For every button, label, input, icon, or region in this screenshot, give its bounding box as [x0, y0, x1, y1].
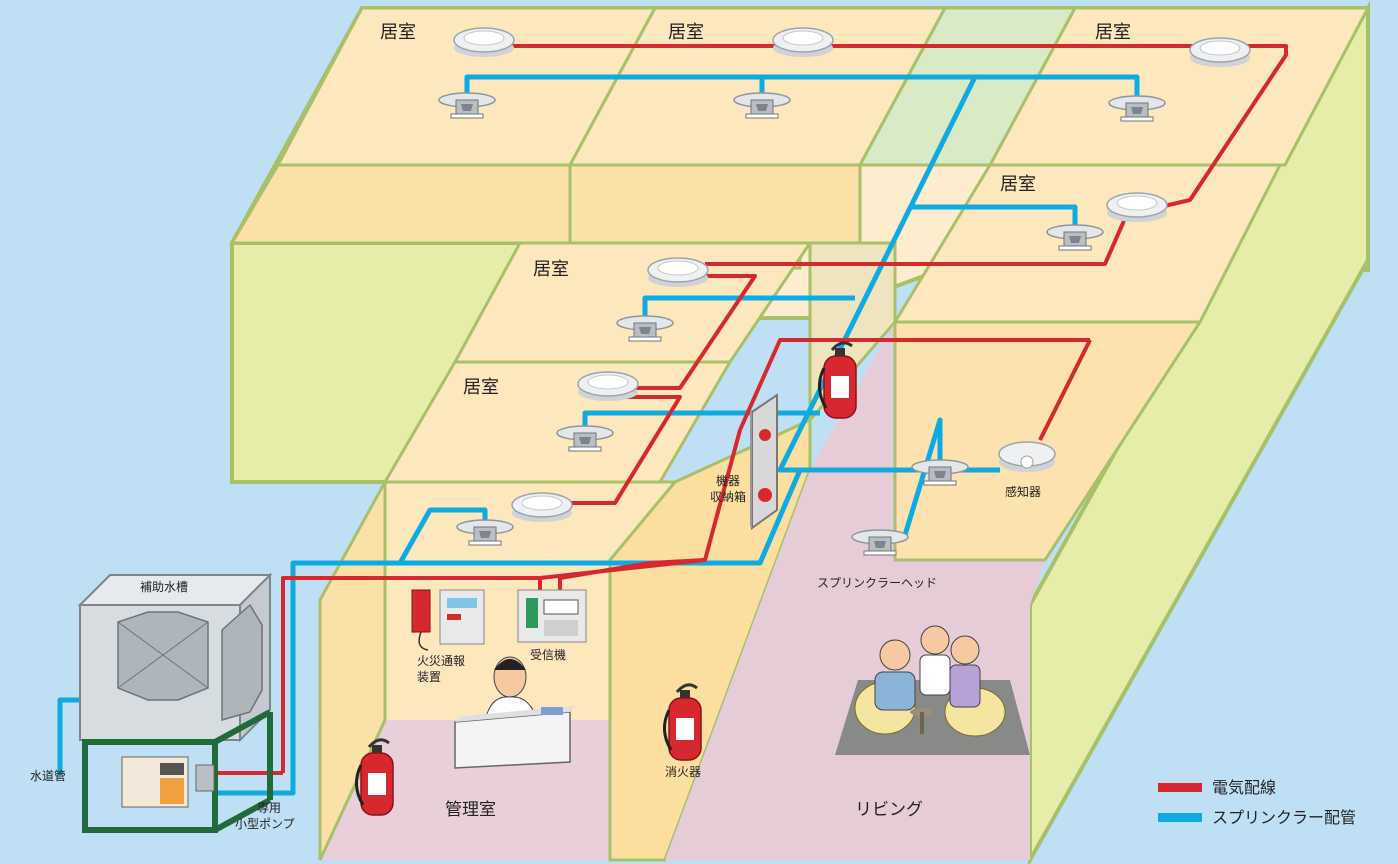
office-worker-icon: [454, 656, 575, 769]
fire-alarm-label-line1: 火災通報: [417, 654, 465, 668]
room-top-mid-front: [568, 163, 862, 245]
electric-wiring: [213, 44, 1288, 775]
pump-frame: [82, 709, 273, 833]
room-label: 居室: [533, 259, 569, 280]
fire-alarm-transmitter-icon: [411, 589, 485, 651]
smoke-detector-icon: [772, 27, 834, 58]
room-label: 居室: [1000, 174, 1036, 195]
residents-group-icon: [835, 625, 1030, 755]
smoke-detector-icon: [647, 257, 709, 288]
extinguisher-label: 消火器: [665, 765, 701, 779]
pump-label-line2: 小型ポンプ: [235, 817, 295, 831]
storage-box-label-line2: 収納箱: [710, 489, 746, 504]
smoke-detector-icon: [1189, 37, 1251, 68]
legend-wiring-label: 電気配線: [1212, 778, 1276, 797]
auxiliary-water-tank: [77, 572, 273, 743]
legend-piping-swatch: [1158, 813, 1202, 822]
room-top-left-front: [229, 163, 572, 245]
storage-box-label-line1: 機器: [716, 473, 740, 488]
fire-alarm-label-line2: 装置: [417, 670, 441, 684]
office-label: 管理室: [445, 800, 496, 820]
dedicated-pump-icon: [121, 756, 215, 808]
living-back-wall: [893, 320, 1203, 562]
pump-label-line1: 専用: [257, 801, 281, 815]
room-label: 居室: [668, 22, 704, 43]
sprinkler-head-label: スプリンクラーヘッド: [817, 576, 937, 590]
room-label: 居室: [1095, 22, 1131, 43]
detector-label: 感知器: [1005, 484, 1041, 499]
receiver-label: 受信機: [530, 647, 566, 662]
fire-receiver-icon: [517, 589, 587, 643]
room-label: 居室: [380, 22, 416, 43]
smoke-detector-icon: [511, 492, 573, 523]
equipment-storage-box-icon: [750, 393, 778, 530]
water-pipe-label: 水道管: [30, 768, 66, 783]
smoke-detector-icon: [577, 371, 639, 402]
smoke-detector-icon: [453, 27, 515, 58]
tank-label: 補助水槽: [140, 580, 188, 594]
legend-piping-label: スプリンクラー配管: [1212, 808, 1356, 827]
room-label: 居室: [463, 377, 499, 398]
heat-detector-icon: [998, 441, 1056, 472]
legend: 電気配線 スプリンクラー配管: [1158, 778, 1356, 827]
legend-wiring-swatch: [1158, 783, 1202, 792]
living-label: リビング: [855, 800, 923, 820]
smoke-detector-icon: [1106, 192, 1168, 223]
